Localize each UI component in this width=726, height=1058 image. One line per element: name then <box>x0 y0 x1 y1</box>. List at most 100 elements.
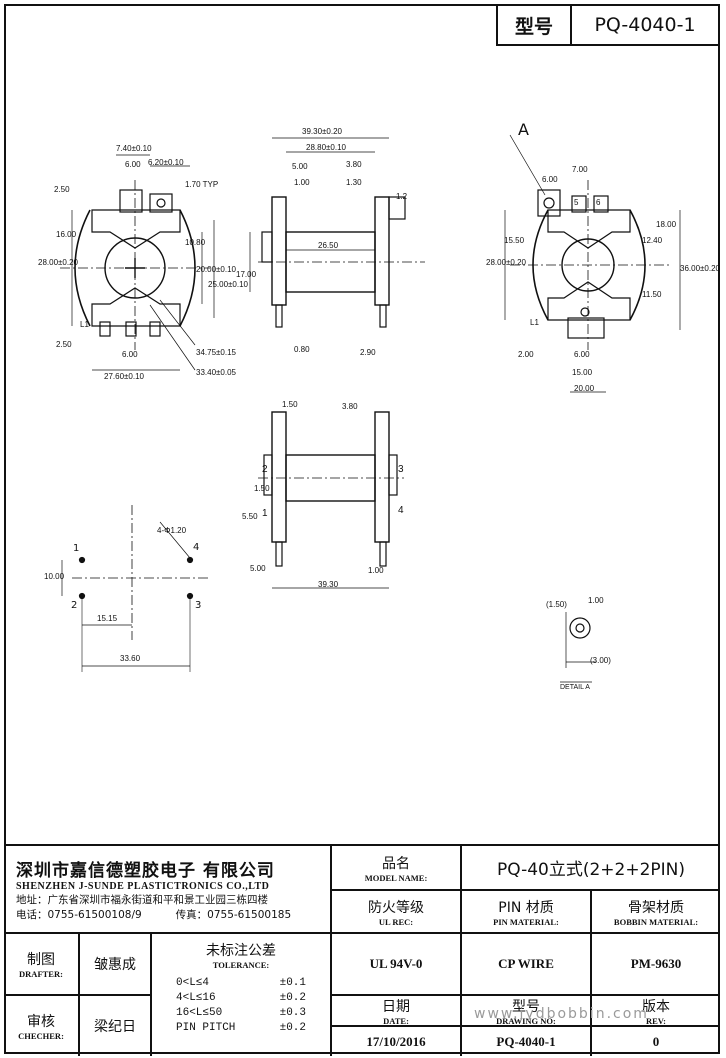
bottom-dim-39-30: 39.30 <box>318 580 339 589</box>
detail-dim-1-50: (1.50) <box>546 600 567 609</box>
front-dim-10-80: 10.80 <box>185 238 206 247</box>
front-dim-r34: 34.75±0.15 <box>196 348 236 357</box>
bobbin-material-value: PM-9630 <box>590 932 720 994</box>
bottom-dim-3-80: 3.80 <box>342 402 358 411</box>
side-dim-3-80: 3.80 <box>346 160 362 169</box>
drawing-no-value: PQ-4040-1 <box>460 1025 590 1056</box>
company-info: 深圳市嘉信德塑胶电子 有限公司 SHENZHEN J-SUNDE PLASTIC… <box>4 846 330 932</box>
front-dim-16-00: 16.00 <box>56 230 77 239</box>
front-dim-6-00b: 6.00 <box>122 350 138 359</box>
detail-a <box>560 612 596 683</box>
drawing-frame <box>4 4 720 1054</box>
pin-dim-10-00: 10.00 <box>44 572 65 581</box>
right-dim-6-00: 6.00 <box>542 175 558 184</box>
right-dim-2-00: 2.00 <box>518 350 534 359</box>
front-dim-2-50b: 2.50 <box>56 340 72 349</box>
right-label-a: A <box>518 120 529 139</box>
bottom-dim-5-50: 5.50 <box>242 512 258 521</box>
right-dim-12-40: 12.40 <box>642 236 663 245</box>
side-dim-1-2: 1.2 <box>396 192 408 201</box>
side-view <box>249 137 425 328</box>
technical-drawing <box>60 134 681 683</box>
drawing-code-box: 型号 PQ-4040-1 <box>496 4 720 46</box>
watermark: www.jydbobbin.com <box>474 1006 649 1022</box>
side-dim-28-80: 28.80±0.10 <box>306 143 346 152</box>
front-dim-2-50: 2.50 <box>54 185 70 194</box>
right-dim-28-00: 28.00±0.20 <box>486 258 526 267</box>
right-dim-18-00: 18.00 <box>656 220 677 229</box>
front-view <box>60 154 215 371</box>
tolerance-range: 4<L≤16 <box>176 992 216 1004</box>
tolerance-value: ±0.2 <box>279 1022 306 1034</box>
tolerance-row: 4<L≤16±0.2 <box>176 991 306 1006</box>
bottom-view <box>258 411 404 589</box>
pin-layout <box>61 505 210 672</box>
pin-label-2: 2 <box>71 600 78 611</box>
pin-material-value: CP WIRE <box>460 932 590 994</box>
right-pin-5: 5 <box>574 198 579 207</box>
bottom-pin-2: 2 <box>262 464 268 475</box>
bottom-dim-1-50: 1.50 <box>282 400 298 409</box>
side-dim-39-30: 39.30±0.20 <box>302 127 342 136</box>
bottom-dim-1-00: 1.00 <box>368 566 384 575</box>
checker-value: 梁纪日 <box>78 994 150 1056</box>
detail-dim-r: 1.00 <box>588 596 604 605</box>
tolerance-range: PIN PITCH <box>176 1022 236 1034</box>
right-pin-6: 6 <box>596 198 601 207</box>
right-dim-l1: L1 <box>530 318 539 327</box>
code-value: PQ-4040-1 <box>594 14 696 36</box>
side-dim-17-00: 17.00 <box>236 270 257 279</box>
company-phone: 电话：0755-61500108/9 <box>16 909 142 921</box>
tolerance-row: PIN PITCH ±0.2 <box>176 1021 306 1036</box>
pin-label-4: 4 <box>193 542 200 553</box>
tolerance-range: 16<L≤50 <box>176 1007 223 1019</box>
tolerance-row: 16<L≤50 ±0.3 <box>176 1006 306 1021</box>
right-view <box>504 134 681 393</box>
title-block: 深圳市嘉信德塑胶电子 有限公司 SHENZHEN J-SUNDE PLASTIC… <box>4 844 720 1056</box>
company-name-zh: 深圳市嘉信德塑胶电子 有限公司 <box>16 861 275 881</box>
front-dim-l1: L1 <box>80 320 89 329</box>
right-dim-6-00b: 6.00 <box>574 350 590 359</box>
pin-dim-15-15: 15.15 <box>97 614 118 623</box>
right-dim-7-00: 7.00 <box>572 165 588 174</box>
tolerance-value: ±0.1 <box>279 977 306 989</box>
front-dim-27-60: 27.60±0.10 <box>104 372 144 381</box>
code-label: 型号 <box>498 6 572 44</box>
pin-label-3: 3 <box>195 600 202 611</box>
bottom-dim-1-50b: 1.50 <box>254 484 270 493</box>
detail-label: DETAIL A <box>560 684 590 691</box>
right-dim-15-00: 15.00 <box>572 368 593 377</box>
front-dim-20-00: 20.00±0.10 <box>196 265 236 274</box>
bottom-dim-5-00: 5.00 <box>250 564 266 573</box>
right-dim-20-00: 20.00 <box>574 384 595 393</box>
front-dim-28-00: 28.00±0.20 <box>38 258 78 267</box>
front-dim-7-4: 7.40±0.10 <box>116 144 152 153</box>
company-fax: 传真：0755-61500185 <box>175 909 292 921</box>
pin-dim-hole: 4-Φ1.20 <box>157 526 187 535</box>
ul-value: UL 94V-0 <box>330 932 460 994</box>
bottom-pin-3: 3 <box>398 464 404 475</box>
tolerance-value: ±0.3 <box>279 1007 306 1019</box>
front-dim-6-00: 6.00 <box>125 160 141 169</box>
drafter-value: 皱惠成 <box>78 932 150 994</box>
tolerance-range: 0<L≤4 <box>176 977 210 989</box>
side-dim-1-00: 1.00 <box>294 178 310 187</box>
front-dim-25-00: 25.00±0.10 <box>208 280 248 289</box>
front-dim-1-70: 1.70 TYP <box>185 180 219 189</box>
pin-dim-33-60: 33.60 <box>120 654 141 663</box>
right-dim-11-50: 11.50 <box>642 290 662 299</box>
side-dim-0-80: 0.80 <box>294 345 310 354</box>
rev-value: 0 <box>590 1025 720 1056</box>
bottom-pin-4: 4 <box>398 505 404 516</box>
pin-label-1: 1 <box>73 543 80 554</box>
date-value: 17/10/2016 <box>330 1025 460 1056</box>
